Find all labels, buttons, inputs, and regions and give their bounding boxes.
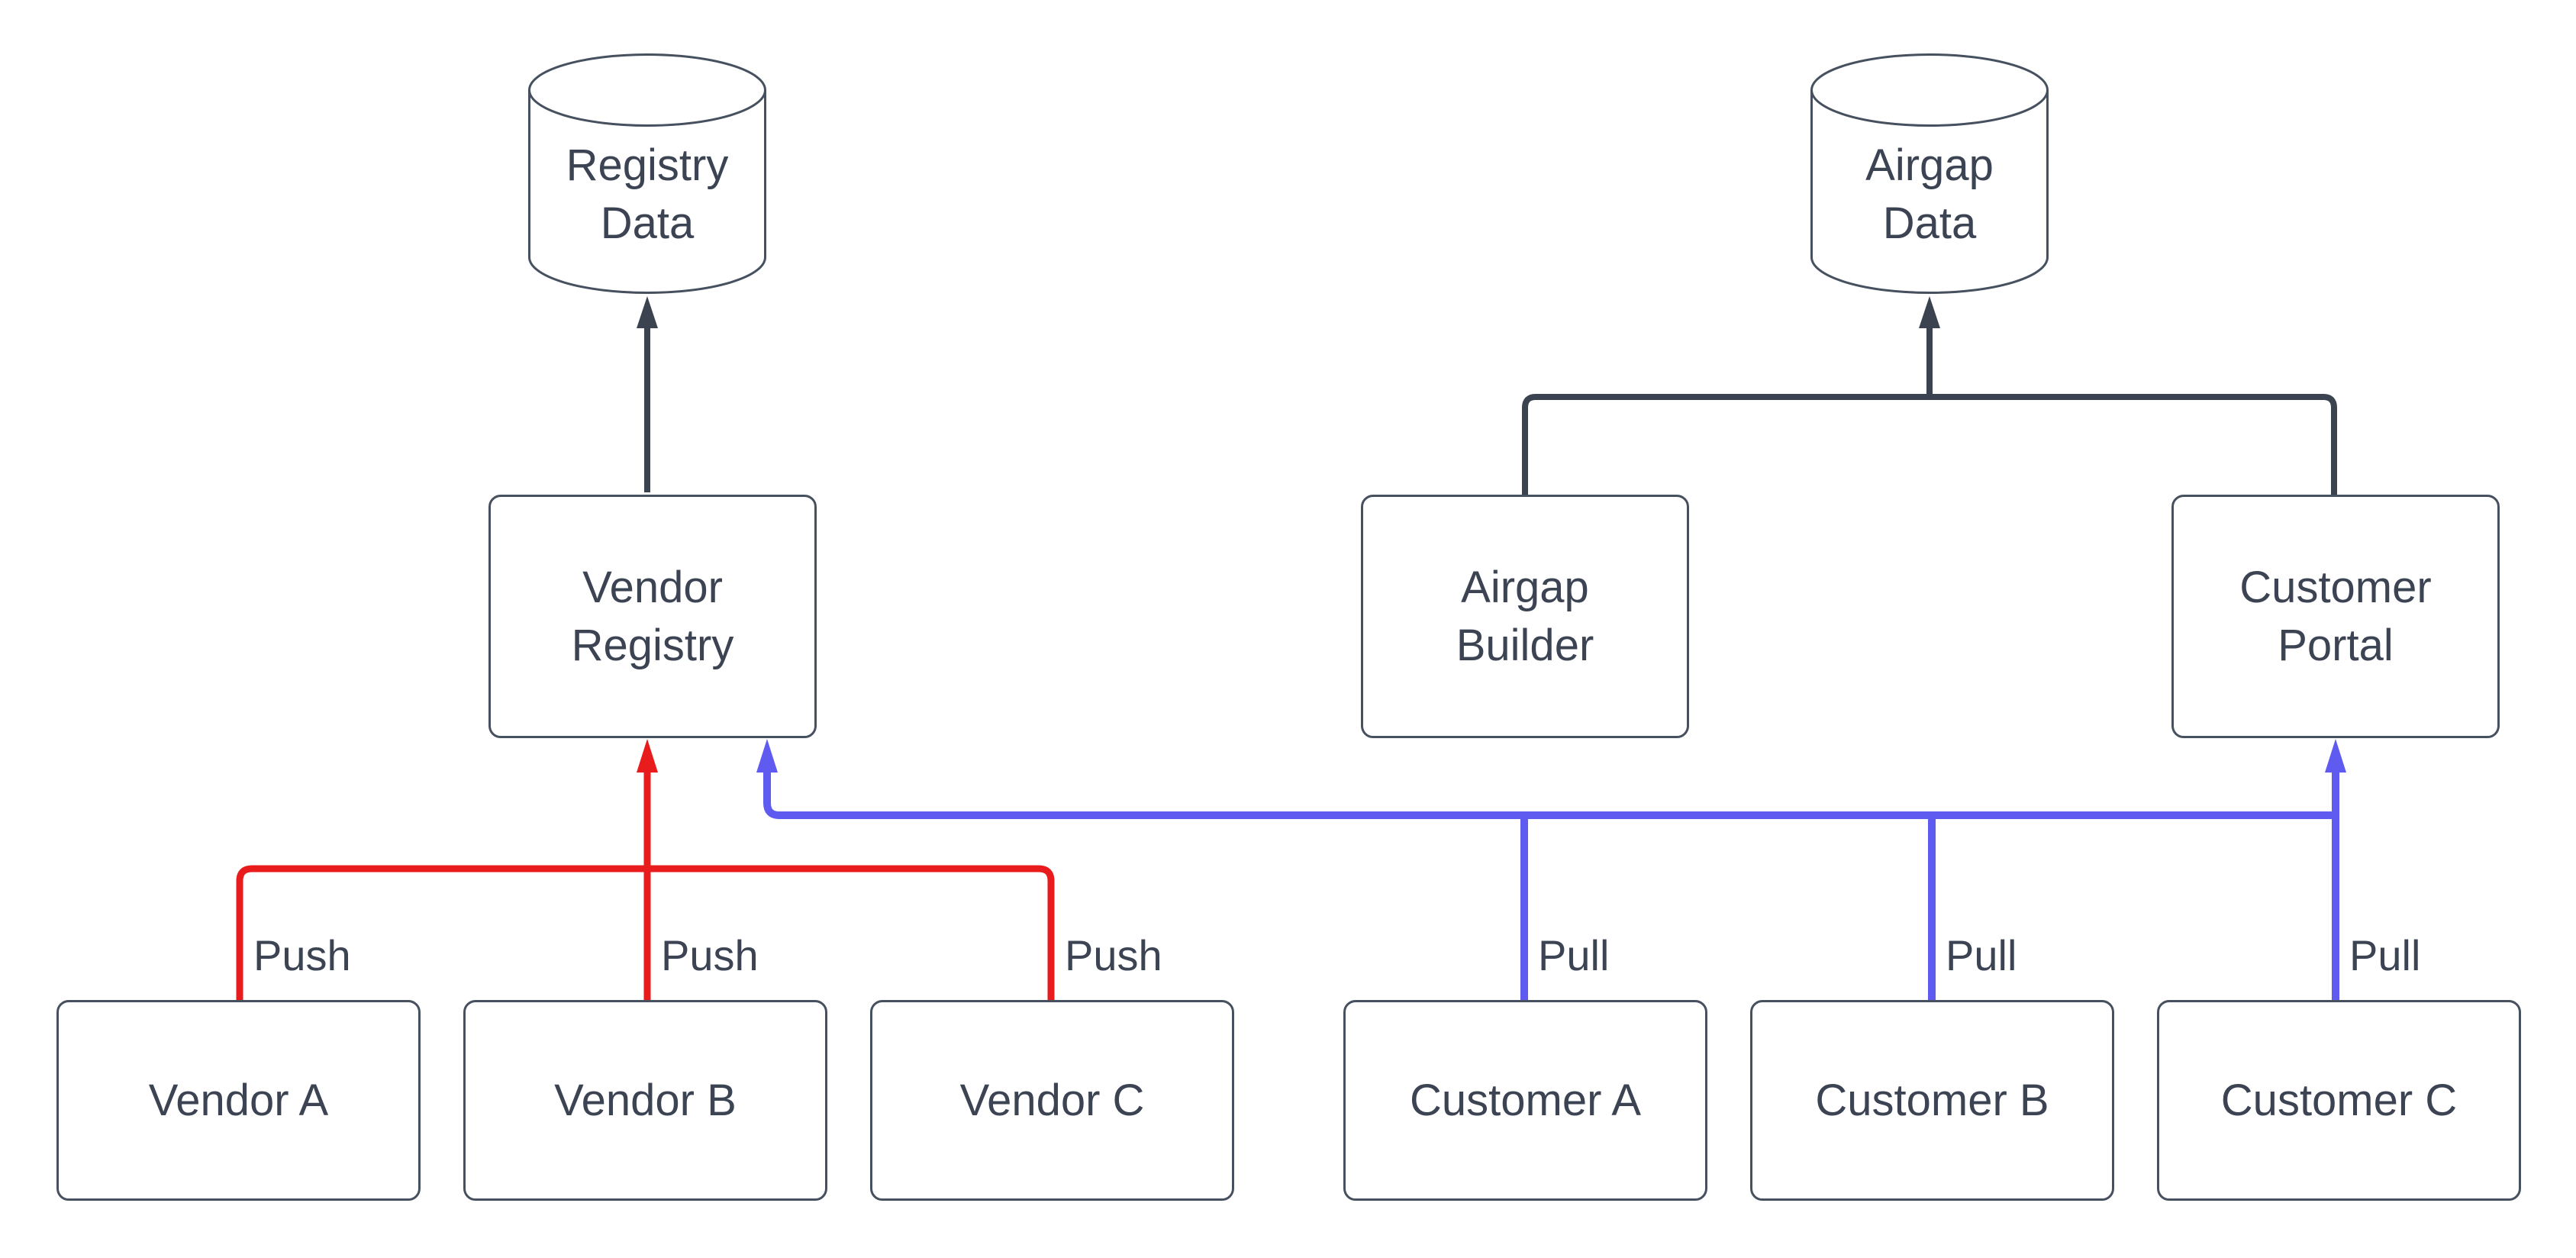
edge-label-pull-customer-b: Pull (1946, 931, 2017, 979)
node-label-vendor-a: Vendor A (148, 1075, 329, 1125)
arrowhead-push-vendor-registry (637, 739, 658, 773)
arrowhead-registry-data (637, 296, 658, 328)
arrowhead-pull-vendor-registry (756, 739, 778, 773)
cylinder-shape (1810, 53, 2049, 294)
arrowhead-airgap-data (1919, 296, 1940, 328)
node-airgap-data: Airgap Data (1810, 53, 2049, 294)
edge-pull-horizontal-trunk (763, 773, 2336, 819)
node-registry-data: Registry Data (528, 53, 766, 294)
node-customer-a: Customer A (1343, 1000, 1707, 1201)
node-label-airgap-builder: Airgap Builder (1456, 562, 1594, 670)
node-label-airgap-data: Airgap Data (1865, 140, 1994, 248)
node-customer-c: Customer C (2157, 1000, 2521, 1201)
node-label-customer-c: Customer C (2220, 1075, 2458, 1125)
node-label-vendor-registry: Vendor Registry (571, 562, 734, 670)
edge-label-pull-customer-c: Pull (2349, 931, 2421, 979)
node-label-vendor-c: Vendor C (959, 1075, 1145, 1125)
node-customer-portal: Customer Portal (2171, 495, 2500, 738)
node-label-customer-a: Customer A (1410, 1075, 1641, 1125)
node-vendor-c: Vendor C (870, 1000, 1234, 1201)
edge-label-push-vendor-c: Push (1065, 931, 1162, 979)
node-label-registry-data: Registry Data (566, 140, 729, 248)
node-vendor-b: Vendor B (463, 1000, 827, 1201)
edge-label-push-vendor-b: Push (661, 931, 759, 979)
edge-label-pull-customer-a: Pull (1538, 931, 1610, 979)
edge-airgap-builder-customer-portal-tree (1522, 394, 2337, 495)
cylinder-shape (528, 53, 766, 294)
arrowhead-pull-customer-portal (2325, 739, 2346, 773)
node-label-customer-portal: Customer Portal (2239, 562, 2432, 670)
node-airgap-builder: Airgap Builder (1361, 495, 1689, 738)
node-label-vendor-b: Vendor B (554, 1075, 737, 1125)
edge-label-push-vendor-a: Push (253, 931, 351, 979)
node-label-customer-b: Customer B (1815, 1075, 2049, 1125)
node-customer-b: Customer B (1750, 1000, 2114, 1201)
node-vendor-a: Vendor A (56, 1000, 421, 1201)
node-vendor-registry: Vendor Registry (488, 495, 817, 738)
